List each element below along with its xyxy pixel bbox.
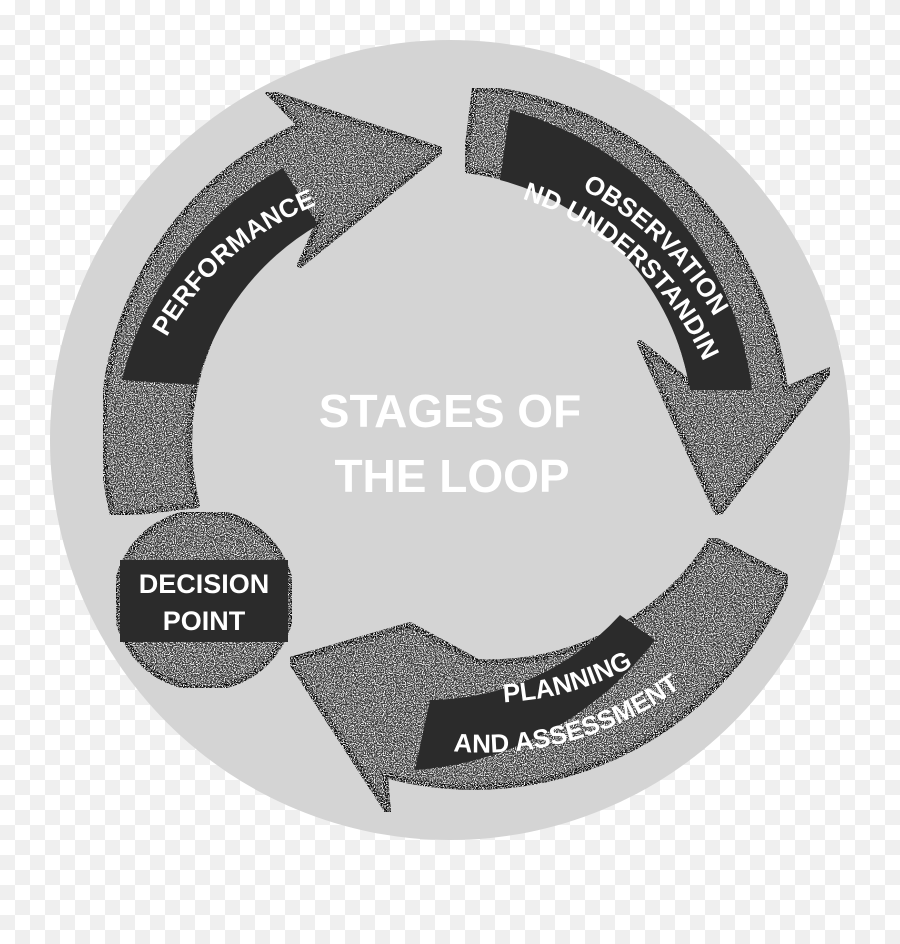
performance-arrow <box>100 89 445 518</box>
center-title-line1: STAGES OF <box>319 385 581 437</box>
decision-point-line2: POINT <box>163 606 246 636</box>
observation-arrow <box>462 85 833 518</box>
decision-point-circle <box>113 509 295 691</box>
planning-arrow <box>287 535 791 815</box>
decision-point-line1: DECISION <box>139 569 270 599</box>
center-title-line2: THE LOOP <box>334 450 569 502</box>
